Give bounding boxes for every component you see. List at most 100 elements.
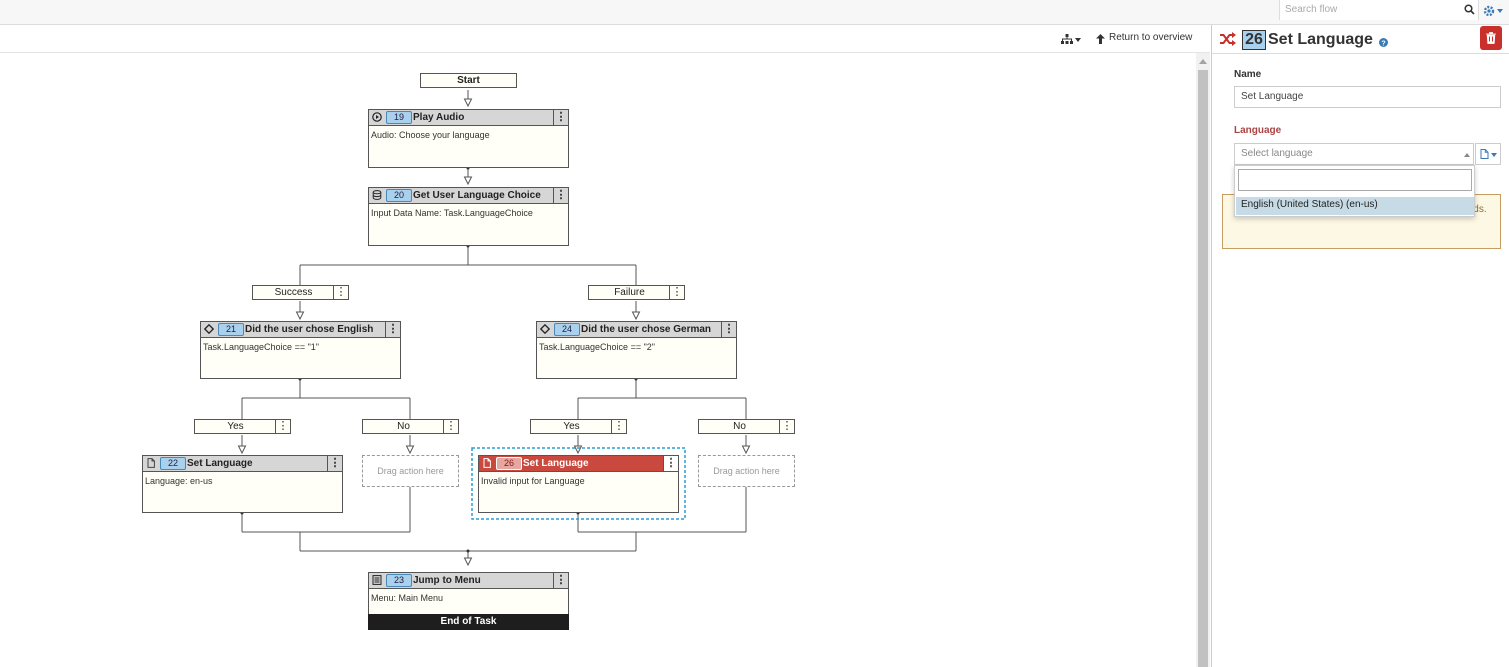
node-header: 19 Play Audio ⋮ <box>369 110 568 126</box>
search-box <box>1279 0 1479 20</box>
panel-title: Set Language <box>1268 31 1373 48</box>
node-body: Input Data Name: Task.LanguageChoice <box>371 208 533 218</box>
branch-menu-button[interactable]: ⋮ <box>275 420 290 433</box>
node-number-badge: 26 <box>496 457 522 470</box>
node-menu-button[interactable]: ⋮ <box>553 573 568 588</box>
branch-yes[interactable]: Yes ⋮ <box>194 419 291 434</box>
caret-up-icon <box>1464 153 1470 157</box>
drop-placeholder[interactable]: Drag action here <box>362 455 459 487</box>
node-set-language-en[interactable]: 22 Set Language ⋮ Language: en-us <box>142 455 343 513</box>
file-icon <box>482 458 492 468</box>
node-body: Audio: Choose your language <box>371 130 490 140</box>
file-icon <box>146 458 156 468</box>
search-icon[interactable] <box>1464 4 1475 15</box>
branch-failure[interactable]: Failure ⋮ <box>588 285 685 300</box>
end-of-task: End of Task <box>368 614 569 630</box>
scrollbar-thumb[interactable] <box>1198 70 1208 667</box>
branch-label: No <box>397 421 410 432</box>
node-body: Task.LanguageChoice == "1" <box>203 342 319 352</box>
language-select[interactable]: Select language <box>1234 143 1474 165</box>
node-title: Get User Language Choice <box>413 190 541 201</box>
node-body: Invalid input for Language <box>481 476 585 486</box>
branch-menu-button[interactable]: ⋮ <box>443 420 458 433</box>
caret-down-icon <box>1491 153 1497 157</box>
branch-menu-button[interactable]: ⋮ <box>611 420 626 433</box>
start-node[interactable]: Start <box>420 73 517 88</box>
svg-text:?: ? <box>1381 40 1385 47</box>
branch-menu-button[interactable]: ⋮ <box>669 286 684 299</box>
flow-canvas[interactable]: Start 19 Play Audio ⋮ Audio: Choose your… <box>0 53 1196 667</box>
sitemap-icon <box>1061 34 1073 44</box>
language-option[interactable]: English (United States) (en-us) <box>1236 197 1474 215</box>
node-title: Set Language <box>187 458 253 469</box>
node-menu-button[interactable]: ⋮ <box>385 322 400 337</box>
list-icon <box>372 575 382 585</box>
node-number-badge: 22 <box>160 457 186 470</box>
node-jump-to-menu[interactable]: 23 Jump to Menu ⋮ Menu: Main Menu <box>368 572 569 615</box>
node-header: 26 Set Language ⋮ <box>479 456 678 472</box>
language-dropdown: English (United States) (en-us) <box>1234 165 1475 217</box>
node-body: Language: en-us <box>145 476 213 486</box>
scroll-up-icon[interactable] <box>1199 59 1207 64</box>
node-set-language-selected[interactable]: 26 Set Language ⋮ Invalid input for Lang… <box>478 455 679 513</box>
file-icon <box>1480 149 1489 159</box>
branch-label: Success <box>274 287 313 298</box>
branch-no[interactable]: No ⋮ <box>362 419 459 434</box>
node-header: 21 Did the user chose English ⋮ <box>201 322 400 338</box>
branch-label: Failure <box>614 287 645 298</box>
caret-down-icon <box>1075 38 1081 42</box>
node-menu-button[interactable]: ⋮ <box>553 188 568 203</box>
node-title: Did the user chose English <box>245 324 374 335</box>
top-bar <box>0 0 1509 25</box>
node-menu-button[interactable]: ⋮ <box>553 110 568 125</box>
language-dropdown-search[interactable] <box>1238 169 1472 191</box>
selection-outline <box>471 447 686 520</box>
node-header: 22 Set Language ⋮ <box>143 456 342 472</box>
language-select-placeholder: Select language <box>1241 148 1313 159</box>
settings-menu-button[interactable] <box>1481 3 1507 19</box>
node-title: Jump to Menu <box>413 575 481 586</box>
branch-menu-button[interactable]: ⋮ <box>333 286 348 299</box>
node-menu-button[interactable]: ⋮ <box>721 322 736 337</box>
branch-label: No <box>733 421 746 432</box>
node-header: 23 Jump to Menu ⋮ <box>369 573 568 589</box>
node-body: Task.LanguageChoice == "2" <box>539 342 655 352</box>
panel-number-badge: 26 <box>1242 30 1266 50</box>
properties-panel: 26 Set Language ? Name Set Language Lang… <box>1211 25 1509 667</box>
play-icon <box>372 112 382 122</box>
drop-placeholder[interactable]: Drag action here <box>698 455 795 487</box>
search-input[interactable] <box>1280 0 1455 18</box>
diamond-icon <box>203 323 215 335</box>
node-get-user-language-choice[interactable]: 20 Get User Language Choice ⋮ Input Data… <box>368 187 569 246</box>
arrow-up-icon <box>1096 34 1105 44</box>
node-number-badge: 24 <box>554 323 580 336</box>
node-play-audio[interactable]: 19 Play Audio ⋮ Audio: Choose your langu… <box>368 109 569 168</box>
diamond-icon <box>539 323 551 335</box>
delete-button[interactable] <box>1480 26 1502 50</box>
node-body: Menu: Main Menu <box>371 593 444 603</box>
branch-label: Yes <box>563 421 580 432</box>
canvas-scrollbar[interactable] <box>1196 53 1210 667</box>
node-title: Play Audio <box>413 112 465 123</box>
node-menu-button[interactable]: ⋮ <box>327 456 342 471</box>
name-input[interactable]: Set Language <box>1234 86 1501 108</box>
branch-success[interactable]: Success ⋮ <box>252 285 349 300</box>
branch-no[interactable]: No ⋮ <box>698 419 795 434</box>
node-header: 20 Get User Language Choice ⋮ <box>369 188 568 204</box>
node-did-user-chose-german[interactable]: 24 Did the user chose German ⋮ Task.Lang… <box>536 321 737 379</box>
node-header: 24 Did the user chose German ⋮ <box>537 322 736 338</box>
branch-yes[interactable]: Yes ⋮ <box>530 419 627 434</box>
layout-menu-button[interactable] <box>1061 32 1083 46</box>
node-did-user-chose-english[interactable]: 21 Did the user chose English ⋮ Task.Lan… <box>200 321 401 379</box>
help-icon[interactable]: ? <box>1379 38 1388 47</box>
node-number-badge: 19 <box>386 111 412 124</box>
node-title: Did the user chose German <box>581 324 712 335</box>
node-number-badge: 20 <box>386 189 412 202</box>
return-to-overview-label: Return to overview <box>1109 32 1193 43</box>
node-title: Set Language <box>523 458 589 469</box>
trash-icon <box>1486 32 1496 44</box>
language-actions-button[interactable] <box>1475 143 1501 165</box>
random-icon <box>1220 32 1236 46</box>
branch-menu-button[interactable]: ⋮ <box>779 420 794 433</box>
node-menu-button[interactable]: ⋮ <box>663 456 678 471</box>
